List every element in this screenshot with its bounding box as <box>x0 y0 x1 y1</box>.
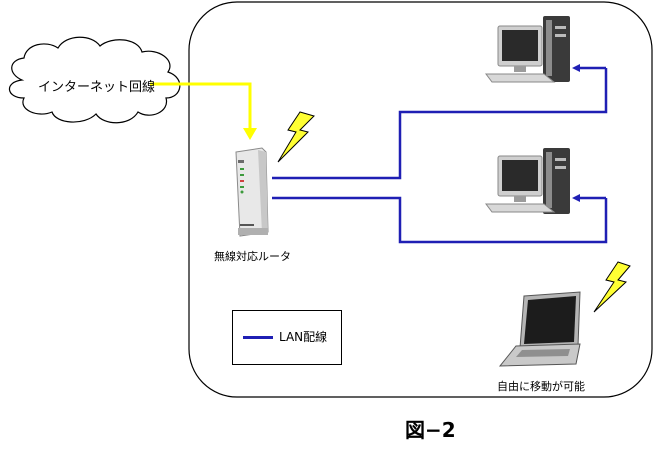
internet-line-label: インターネット回線 <box>38 80 156 95</box>
legend: LAN配線 <box>232 310 342 365</box>
desktop-pc-icon-top <box>485 16 570 83</box>
laptop-icon <box>498 291 581 367</box>
figure-caption: 図−2 <box>405 418 456 442</box>
wireless-bolt-laptop <box>593 261 631 313</box>
legend-lan-line-swatch <box>243 336 273 339</box>
laptop-label: 自由に移動が可能 <box>497 380 585 393</box>
internet-line <box>150 82 252 130</box>
lan-line-top-pc <box>272 68 608 180</box>
internet-line-arrowhead <box>243 128 257 140</box>
internet-cloud <box>8 36 181 124</box>
lan-arrowhead-bottom-pc <box>572 194 580 202</box>
desktop-pc-icon-bottom <box>485 148 570 214</box>
wireless-bolt-router <box>277 111 315 163</box>
router-icon <box>235 147 269 237</box>
router-label: 無線対応ルータ <box>214 250 291 263</box>
home-boundary <box>188 1 653 398</box>
legend-lan-label: LAN配線 <box>279 330 328 344</box>
lan-line-bottom-pc <box>272 196 608 244</box>
lan-arrowhead-top-pc <box>572 64 580 72</box>
